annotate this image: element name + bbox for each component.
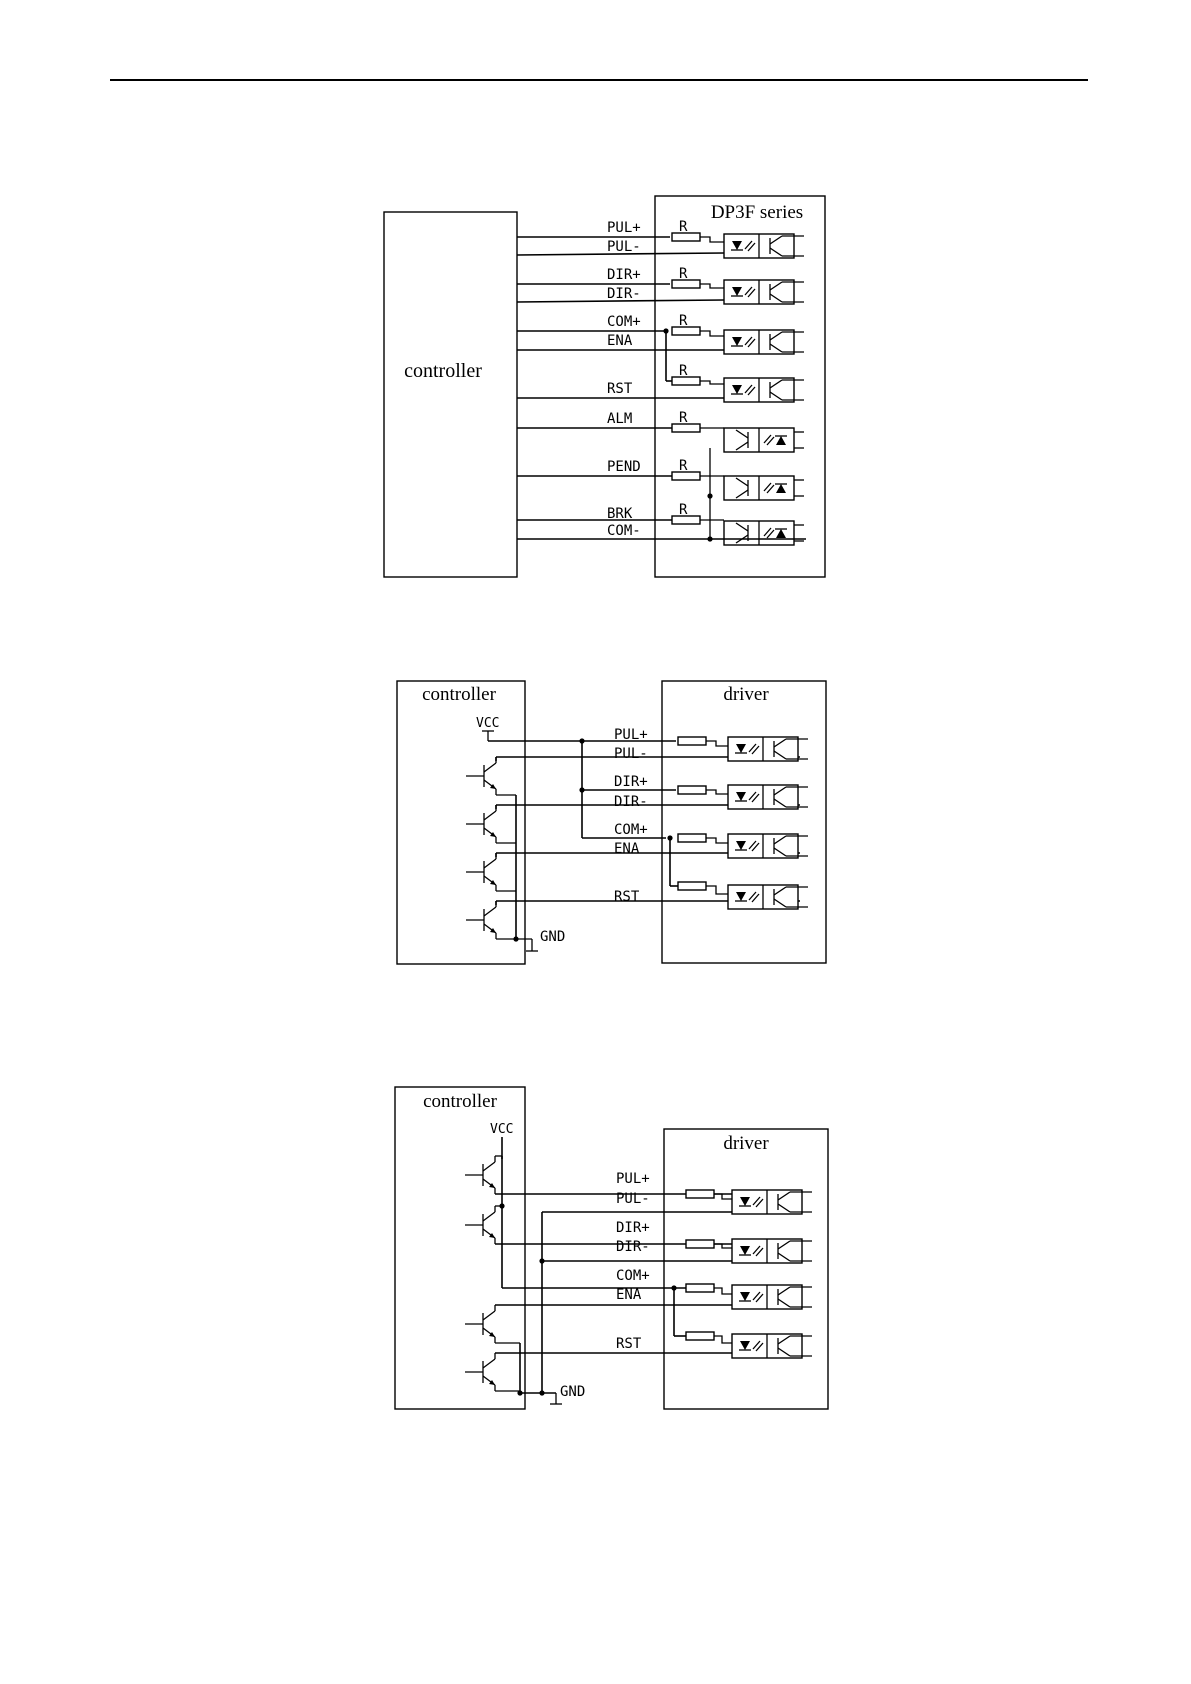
signal-label-dir-minus: DIR- [607, 286, 641, 302]
resistor [686, 1240, 714, 1248]
resistor-label: R [679, 313, 688, 329]
controller-box [397, 681, 525, 964]
resistor [686, 1190, 714, 1198]
resistor [678, 737, 706, 745]
junction-dot [517, 1390, 522, 1395]
signal-label-rst: RST [607, 381, 633, 397]
signal-label-com-minus: COM- [607, 523, 641, 539]
resistor-label: R [679, 410, 688, 426]
junction-dot [539, 1258, 544, 1263]
signal-label-pul-plus: PUL+ [616, 1171, 650, 1187]
signal-label-com-plus: COM+ [607, 314, 641, 330]
junction-dot [513, 936, 518, 941]
signal-label-dir-plus: DIR+ [616, 1220, 650, 1236]
driver-box [664, 1129, 828, 1409]
signal-label-com-plus: COM+ [614, 822, 648, 838]
resistor [678, 786, 706, 794]
optocoupler-input-icon [724, 234, 804, 258]
signal-label-pul-minus: PUL- [607, 239, 641, 255]
optocoupler-input-icon [728, 785, 808, 809]
junction-dot [499, 1203, 504, 1208]
junction-dot [539, 1390, 544, 1395]
optocoupler-input-icon [732, 1285, 812, 1309]
resistor [686, 1284, 714, 1292]
signal-label-rst: RST [614, 889, 640, 905]
signal-label-rst: RST [616, 1336, 642, 1352]
resistor-label: R [679, 502, 688, 518]
controller-label: controller [422, 684, 497, 705]
signal-label-alm: ALM [607, 411, 632, 427]
resistor-label: R [679, 266, 688, 282]
diagram-pnp-common-cathode-wiring: controllerdriverVCCGNDPUL+PUL-DIR+DIR-CO… [395, 1087, 828, 1409]
resistor [678, 834, 706, 842]
controller-box [384, 212, 517, 577]
signal-label-pul-plus: PUL+ [607, 220, 641, 236]
optocoupler-input-icon [732, 1239, 812, 1263]
resistor [686, 1332, 714, 1340]
signal-label-ena: ENA [614, 841, 640, 857]
signal-label-dir-plus: DIR+ [607, 267, 641, 283]
signal-label-dir-plus: DIR+ [614, 774, 648, 790]
signal-label-dir-minus: DIR- [616, 1239, 650, 1255]
driver-label: driver [723, 1133, 769, 1154]
driver-box [662, 681, 826, 963]
optocoupler-input-icon [732, 1190, 812, 1214]
optocoupler-input-icon [724, 280, 804, 304]
optocoupler-input-icon [724, 378, 804, 402]
gnd-label: GND [560, 1384, 585, 1400]
controller-label: controller [404, 360, 482, 382]
resistor-label: R [679, 458, 688, 474]
vcc-label: VCC [490, 1122, 513, 1137]
optocoupler-input-icon [724, 330, 804, 354]
driver-label: DP3F series [711, 202, 803, 223]
resistor-label: R [679, 363, 688, 379]
optocoupler-input-icon [732, 1334, 812, 1358]
signal-label-pul-minus: PUL- [614, 746, 648, 762]
optocoupler-output-icon [724, 476, 804, 500]
signal-label-com-plus: COM+ [616, 1268, 650, 1284]
junction-dot [707, 493, 712, 498]
optocoupler-output-icon [724, 428, 804, 452]
optocoupler-output-icon [724, 521, 804, 545]
signal-label-ena: ENA [607, 333, 633, 349]
signal-label-ena: ENA [616, 1287, 642, 1303]
optocoupler-input-icon [728, 885, 808, 909]
junction-dot [707, 536, 712, 541]
signal-label-pend: PEND [607, 459, 641, 475]
gnd-label: GND [540, 929, 565, 945]
vcc-label: VCC [476, 716, 499, 731]
controller-label: controller [423, 1091, 498, 1112]
resistor-label: R [679, 219, 688, 235]
optocoupler-input-icon [728, 737, 808, 761]
optocoupler-input-icon [728, 834, 808, 858]
signal-label-dir-minus: DIR- [614, 794, 648, 810]
diagram-npn-common-anode-wiring: controllerdriverVCCGNDPUL+PUL-DIR+DIR-CO… [397, 681, 826, 964]
resistor [678, 882, 706, 890]
driver-label: driver [723, 684, 769, 705]
